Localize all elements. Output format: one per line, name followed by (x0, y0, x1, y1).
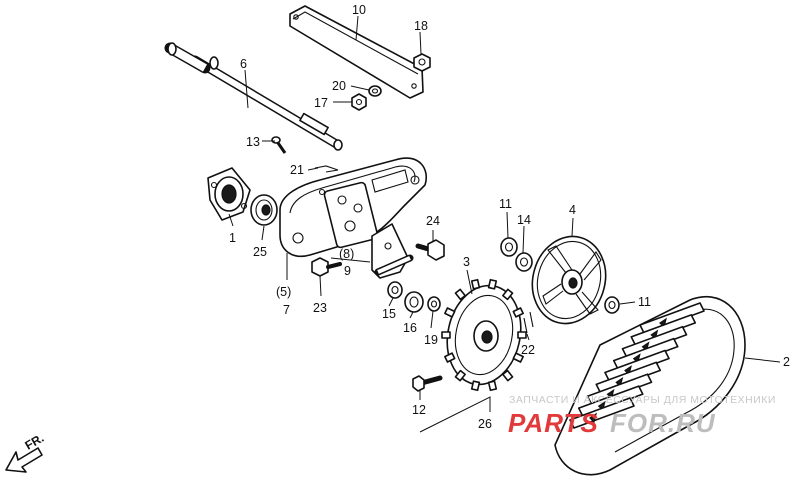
label-5: (5) (276, 285, 291, 299)
sprocket-tooth (512, 307, 524, 318)
front-direction-arrow: FR. (5, 431, 47, 473)
label-24: 24 (426, 214, 440, 228)
label-14: 14 (517, 213, 531, 227)
label-10: 10 (352, 3, 366, 17)
label-20: 20 (332, 79, 346, 93)
label-15: 15 (382, 307, 396, 321)
track-lug (604, 349, 670, 382)
label-16: 16 (403, 321, 417, 335)
label-19: 19 (424, 333, 438, 347)
bracket-part-10 (289, 5, 424, 99)
washer-part-19 (427, 296, 441, 312)
label-6: 6 (240, 57, 247, 71)
sprocket-tooth (441, 331, 451, 339)
label-17: 17 (314, 96, 328, 110)
collar-part-16 (404, 291, 424, 313)
spacer-part-14 (515, 252, 533, 272)
sprocket-tooth (502, 369, 514, 382)
washer-part-11-upper (500, 237, 518, 257)
washer-part-15 (387, 281, 403, 299)
sprocket-tooth (470, 278, 481, 290)
label-1: 1 (229, 231, 236, 245)
sprocket-tooth (512, 352, 524, 363)
bearing-part-25 (250, 194, 278, 226)
bolt-part-12 (412, 375, 443, 392)
housing-part-1 (207, 167, 251, 221)
tensioner-part-9 (371, 223, 414, 279)
sprocket-tooth (487, 380, 498, 392)
label-18: 18 (414, 19, 428, 33)
track-hole (589, 412, 597, 424)
shaft-part-6 (164, 42, 343, 151)
pin-part-13 (271, 136, 287, 154)
sprocket-tooth (487, 278, 498, 290)
label-21: 21 (290, 163, 304, 177)
sprocket-tooth (444, 307, 456, 318)
leader-lines (228, 15, 781, 433)
sprocket-tooth (454, 369, 466, 382)
label-26: 26 (478, 417, 492, 431)
track-lug (630, 314, 697, 346)
track-lug (595, 361, 662, 394)
watermark-tagline: ЗАПЧАСТИ И АКСЕССУАРЫ ДЛЯ МОТОТЕХНИКИ (509, 394, 776, 406)
chain-case-part-7 (279, 157, 427, 257)
label-25: 25 (253, 245, 267, 259)
part-labels: 10 18 6 20 17 13 21 1 25 (5) 7 (8) 9 23 … (229, 3, 790, 431)
sprocket-tooth (444, 352, 456, 363)
sprocket-tooth (502, 288, 514, 301)
sprocket-tooth (454, 288, 466, 301)
label-11-upper: 11 (499, 197, 512, 211)
track-lug (639, 302, 705, 334)
label-7: 7 (283, 303, 290, 317)
label-2: 2 (783, 355, 790, 369)
watermark: ЗАПЧАСТИ И АКСЕССУАРЫ ДЛЯ МОТОТЕХНИКИ PA… (508, 394, 776, 438)
label-12: 12 (412, 403, 426, 417)
label-23: 23 (313, 301, 327, 315)
clip-part-21 (314, 165, 339, 173)
pin-part-22 (523, 311, 534, 334)
bolt-part-23 (311, 257, 342, 277)
washer-part-11-lower (604, 296, 620, 314)
label-9: 9 (344, 264, 351, 278)
nut-part-18 (413, 53, 431, 72)
track-lug (586, 373, 653, 406)
label-13: 13 (246, 135, 260, 149)
label-3: 3 (463, 255, 470, 269)
label-22: 22 (521, 343, 535, 357)
label-8: (8) (339, 247, 354, 261)
sprocket-tooth (470, 380, 481, 392)
direction-label: FR. (23, 431, 47, 453)
label-4: 4 (569, 203, 576, 217)
track-lug (621, 325, 688, 358)
track-part-2 (554, 295, 746, 476)
label-11-lower: 11 (638, 295, 651, 309)
bolt-part-24 (415, 239, 445, 261)
nut-part-17 (351, 93, 367, 111)
watermark-brand-red: PARTS (508, 408, 599, 438)
wheel-part-4 (531, 235, 607, 325)
sprocket-tooth (517, 331, 527, 339)
sprocket-part-3 (441, 278, 527, 392)
watermark-brand-gray: FOR.RU (610, 408, 716, 438)
track-lug (569, 397, 635, 429)
track-lug (577, 385, 644, 417)
washer-part-20 (368, 85, 382, 97)
track-lug (612, 337, 679, 370)
